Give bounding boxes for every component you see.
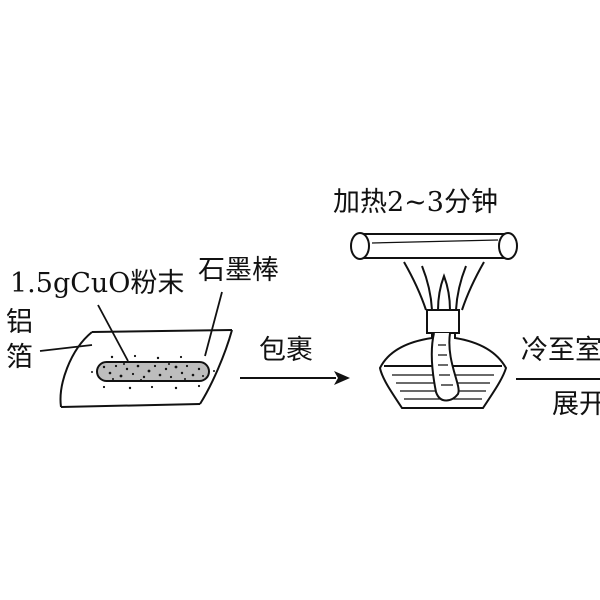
graphite-rod-body — [96, 361, 210, 382]
leader-foil — [39, 344, 93, 352]
foil-bottom-edge — [60, 403, 201, 408]
label-wrap: 包裹 — [259, 335, 313, 366]
flame-outer — [403, 261, 485, 311]
leader-powder — [97, 304, 129, 362]
flame-core — [437, 273, 451, 311]
alcohol-lamp — [378, 309, 508, 409]
label-heat: 加热2~3分钟 — [333, 187, 498, 218]
wrapped-tube-body — [357, 233, 511, 259]
lamp-wick — [430, 332, 460, 402]
wrapped-tube — [350, 232, 518, 260]
cuo-powder-dots — [91, 354, 215, 390]
wrapped-tube-crease — [371, 239, 499, 244]
foil-top-edge — [91, 329, 233, 333]
aluminum-foil-assembly — [59, 329, 233, 408]
label-cool: 冷至室 — [521, 335, 600, 366]
label-powder: 1.5gCuO粉末 — [10, 268, 184, 299]
label-foil-2: 箔 — [6, 342, 33, 373]
wrapped-tube-left-end — [350, 232, 370, 260]
label-unfold: 展开 — [552, 389, 600, 420]
label-graphite: 石墨棒 — [198, 255, 279, 286]
leader-lines — [39, 291, 223, 362]
lamp-wick-texture — [438, 344, 453, 386]
arrow-wrap-head — [334, 371, 350, 385]
lamp-body — [378, 333, 508, 409]
lamp-wick-holder — [426, 309, 460, 334]
flame — [403, 261, 485, 311]
label-foil-1: 铝 — [6, 307, 33, 338]
leader-graphite — [204, 291, 223, 357]
foil-left-edge — [59, 331, 93, 408]
arrow-wrap — [240, 371, 350, 385]
wrapped-tube-right-end — [498, 232, 518, 260]
flame-inner — [421, 265, 467, 311]
graphite-rod — [91, 354, 215, 390]
foil-right-edge — [199, 329, 233, 405]
